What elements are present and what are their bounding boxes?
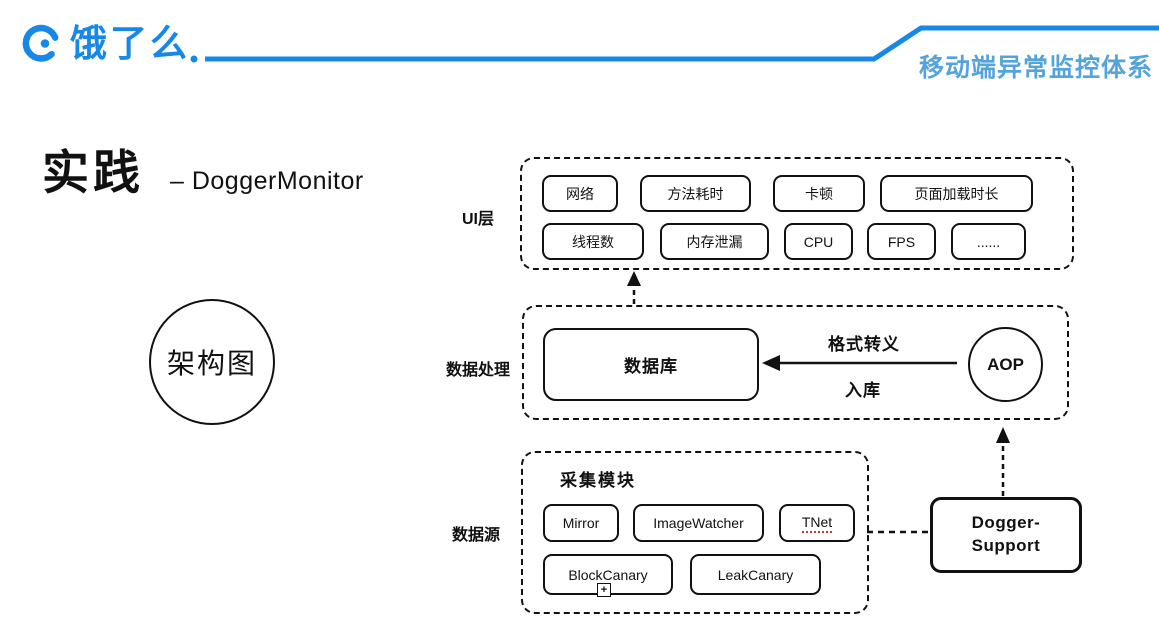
dogger-support-line1: Dogger- (971, 513, 1041, 533)
node-thread-count: 线程数 (542, 223, 644, 260)
node-method-time: 方法耗时 (640, 175, 751, 212)
arrow-dogger-to-dp-head (996, 427, 1010, 443)
edge-label-store: 入库 (845, 381, 881, 400)
node-mirror: Mirror (543, 504, 619, 542)
architecture-badge: 架构图 (149, 299, 275, 425)
dogger-support-line2: Support (971, 536, 1041, 555)
database-node: 数据库 (543, 328, 759, 401)
node-blockcanary: BlockCanary (543, 554, 673, 595)
collect-module-title: 采集模块 (560, 471, 636, 490)
label-ui-layer: UI层 (462, 211, 495, 228)
aop-node: AOP (968, 327, 1043, 402)
header-rule-dot (190, 55, 198, 63)
system-title: 移动端异常监控体系 (918, 54, 1153, 82)
eleme-logo-text: 饿了么 (70, 22, 190, 64)
label-data-source: 数据源 (452, 527, 501, 544)
page-title: 实践 – DoggerMonitor (42, 134, 364, 203)
node-page-load-time: 页面加载时长 (880, 175, 1033, 212)
dogger-support-node: Dogger- Support (930, 497, 1082, 573)
node-cpu: CPU (784, 223, 853, 260)
node-ellipsis: ...... (951, 223, 1026, 260)
ui-layer-box (520, 157, 1074, 270)
edge-label-format-transform: 格式转义 (828, 335, 900, 354)
node-tnet: TNet (779, 504, 855, 542)
diagram-plus-handle[interactable]: + (597, 583, 611, 597)
node-leakcanary: LeakCanary (690, 554, 821, 595)
node-fps: FPS (867, 223, 936, 260)
label-data-processing: 数据处理 (446, 362, 511, 379)
node-imagewatcher: ImageWatcher (633, 504, 764, 542)
arrow-dp-to-ui-head (627, 271, 641, 286)
page-title-sub: – DoggerMonitor (170, 167, 364, 195)
node-stutter: 卡顿 (773, 175, 865, 212)
page-title-main: 实践 (42, 146, 144, 199)
node-network: 网络 (542, 175, 618, 212)
node-memory-leak: 内存泄漏 (660, 223, 769, 260)
eleme-e-icon (22, 24, 59, 62)
data-source-box (521, 451, 869, 614)
eleme-logo: 饿了么 (18, 20, 190, 66)
data-processing-box (522, 305, 1069, 420)
node-tnet-label: TNet (801, 514, 833, 533)
